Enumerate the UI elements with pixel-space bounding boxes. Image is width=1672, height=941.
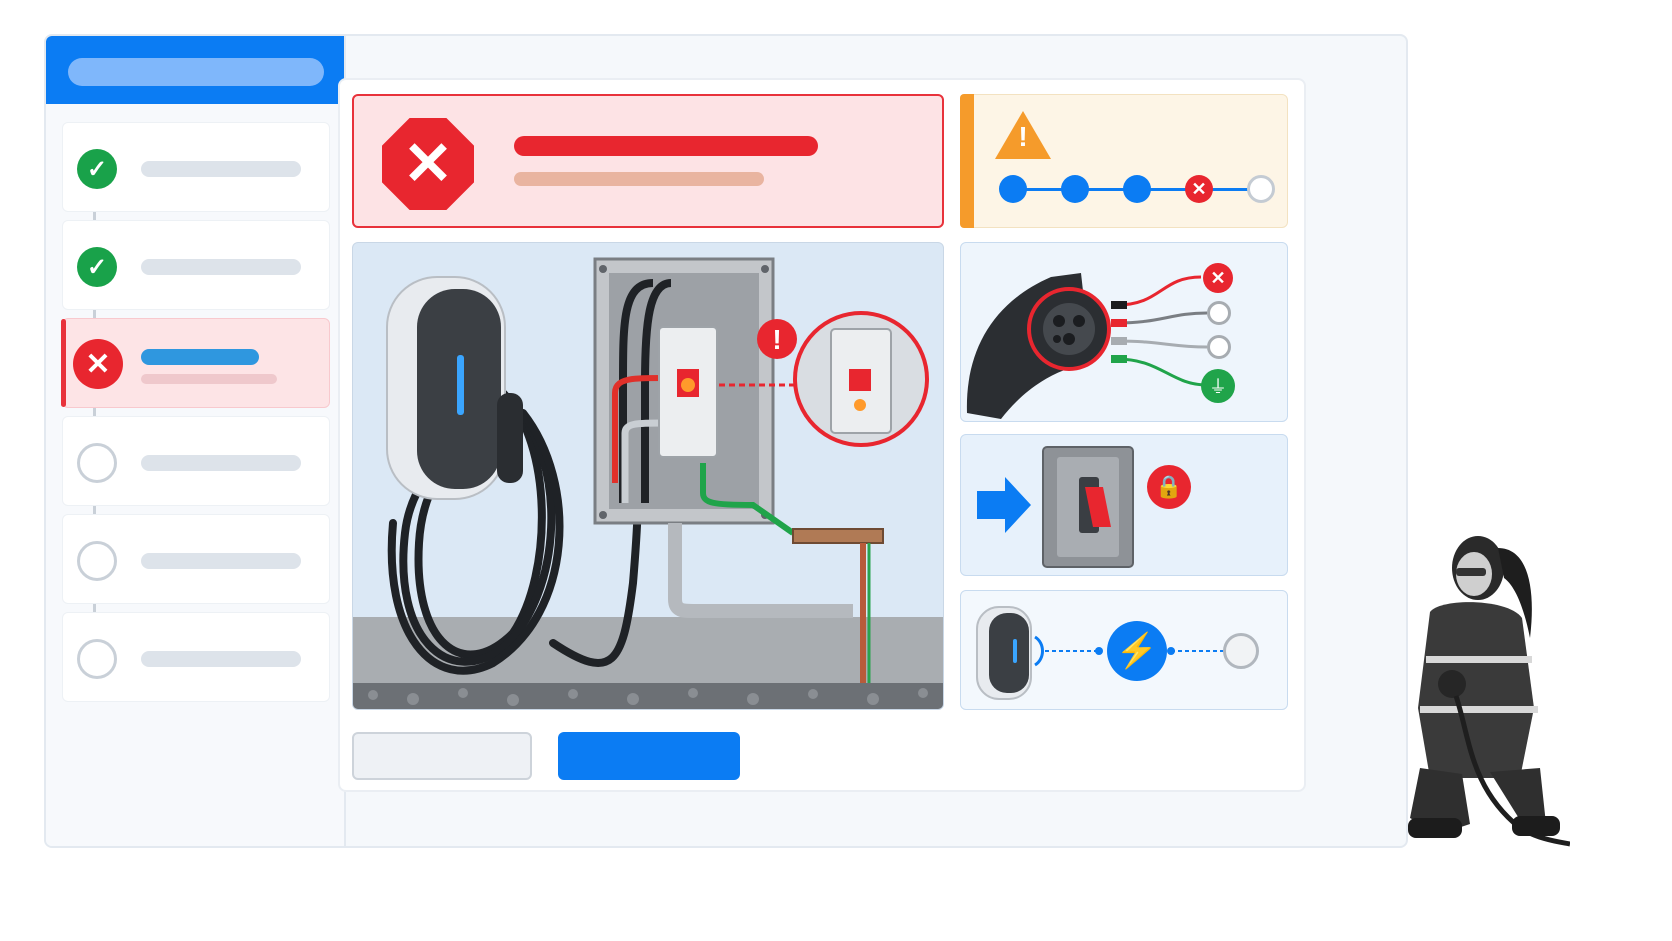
connector-card: ✕ ⏚ <box>960 242 1288 422</box>
step-label-placeholder <box>141 553 301 569</box>
warning-triangle-icon <box>995 111 1051 159</box>
breaker-card: 🔒 <box>960 434 1288 576</box>
charging-illustration <box>976 606 1223 700</box>
progress-node-error: ✕ <box>1185 175 1213 203</box>
progress-line <box>1143 188 1193 191</box>
progress-node-complete <box>999 175 1027 203</box>
step-list: ✓ ✓ ✕ <box>61 122 330 710</box>
empty-circle-icon <box>77 639 117 679</box>
progress-node-pending <box>1247 175 1275 203</box>
progress-line <box>1019 188 1069 191</box>
step-label-placeholder <box>141 161 301 177</box>
back-button[interactable] <box>352 732 532 780</box>
x-icon: ✕ <box>73 339 123 389</box>
step-item-1[interactable]: ✓ <box>62 122 330 212</box>
progress-node-complete <box>1123 175 1151 203</box>
ground-icon: ⏚ <box>1201 369 1235 403</box>
step-item-4[interactable] <box>62 416 330 506</box>
x-icon: ✕ <box>1203 263 1233 293</box>
empty-circle-icon <box>77 443 117 483</box>
electrical-panel <box>593 257 795 536</box>
charger-unit <box>386 276 523 500</box>
step-label-placeholder <box>141 455 301 471</box>
installation-illustration: ! <box>353 257 943 709</box>
sidebar: ✓ ✓ ✕ <box>46 36 346 846</box>
error-octagon-icon: ✕ <box>382 118 474 210</box>
next-button[interactable] <box>558 732 740 780</box>
breaker-illustration <box>977 446 1134 568</box>
progress-tracker: ✕ <box>999 175 1275 203</box>
empty-circle-icon <box>77 541 117 581</box>
lock-icon: 🔒 <box>1147 465 1191 509</box>
warning-exclamation: ! <box>1018 121 1028 152</box>
step-sublabel-placeholder <box>141 374 277 384</box>
step-item-6[interactable] <box>62 612 330 702</box>
lightning-icon: ⚡ <box>1107 621 1167 681</box>
error-message-placeholder <box>514 172 764 186</box>
technician-illustration <box>1408 536 1570 847</box>
progress-line <box>1081 188 1131 191</box>
installation-scene: ! <box>352 242 944 710</box>
check-icon: ✓ <box>77 149 117 189</box>
app-window: ✓ ✓ ✕ <box>44 34 1408 848</box>
empty-circle-icon <box>1207 301 1231 325</box>
progress-node-complete <box>1061 175 1089 203</box>
step-label-placeholder <box>141 259 301 275</box>
step-item-2[interactable]: ✓ <box>62 220 330 310</box>
connector-illustration <box>966 273 1208 419</box>
empty-circle-icon <box>1207 335 1231 359</box>
step-label-placeholder <box>141 349 259 365</box>
progress-line <box>1205 188 1255 191</box>
check-icon: ✓ <box>77 247 117 287</box>
warning-card: ! ✕ <box>960 94 1288 228</box>
arrow-right-icon <box>977 477 1031 533</box>
step-label-placeholder <box>141 651 301 667</box>
step-item-3-error[interactable]: ✕ <box>61 318 330 408</box>
sidebar-title-placeholder <box>68 58 324 86</box>
error-banner: ✕ <box>352 94 944 228</box>
charging-card: ⚡ <box>960 590 1288 710</box>
svg-text:!: ! <box>772 324 781 355</box>
sidebar-header <box>46 36 344 104</box>
empty-circle-icon <box>1223 633 1259 669</box>
step-item-5[interactable] <box>62 514 330 604</box>
error-title-placeholder <box>514 136 818 156</box>
